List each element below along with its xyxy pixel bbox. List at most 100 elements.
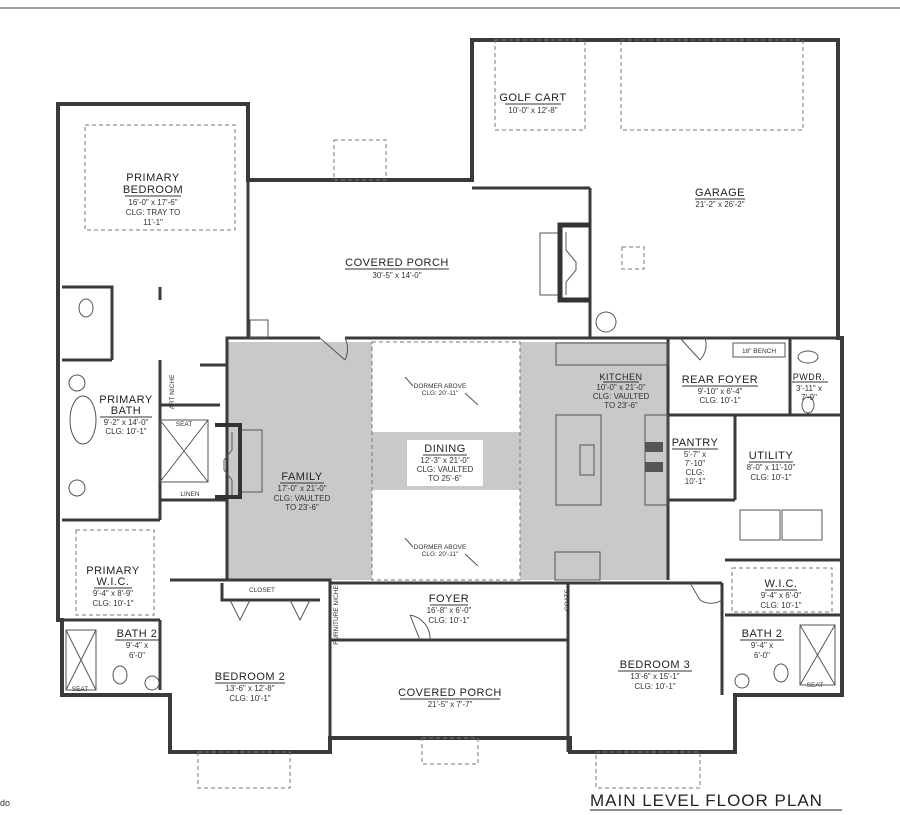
room-name: GOLF CART <box>499 92 566 104</box>
room-name: BEDROOM 3 <box>620 659 691 671</box>
sink-icon <box>144 675 160 691</box>
room-dims: 8'-0" x 11'-10" <box>747 463 796 472</box>
fireplace-family <box>215 423 263 499</box>
room-primary-bath: PRIMARY BATH 9'-2" x 14'-0" CLG: 10'-1" <box>99 394 153 436</box>
room-name: COVERED PORCH <box>345 257 449 269</box>
room-ceiling: TO 23'-6" <box>285 503 319 512</box>
room-primary-bedroom: PRIMARY BEDROOM 16'-0" x 17'-6" CLG: TRA… <box>123 172 183 227</box>
room-bath-2-right: BATH 2 9'-4" x 6'-0" <box>740 628 784 660</box>
seat-label: SEAT <box>176 421 193 428</box>
dormer-bottom-area <box>372 490 520 580</box>
room-primary-wic: PRIMARY W.I.C. 9'-4" x 8'-9" CLG: 10'-1" <box>86 565 139 608</box>
room-dims: 6'-0" <box>129 651 145 660</box>
room-name: GARAGE <box>695 187 745 199</box>
kitchen-cabinets <box>554 342 823 581</box>
room-ceiling: CLG: 10'-1" <box>634 682 675 691</box>
room-name: BEDROOM 2 <box>215 671 286 683</box>
room-name: FAMILY <box>281 471 322 483</box>
shower-icon <box>799 624 836 686</box>
sink-icon <box>68 374 86 392</box>
room-ceiling: CLG: <box>686 468 705 477</box>
cooktop-icon <box>645 442 663 452</box>
room-dims: 3'-11" x <box>796 384 822 393</box>
room-foyer: FOYER 16'-8" x 6'-0" CLG: 10'-1" <box>427 593 472 625</box>
room-name: PRIMARY <box>99 394 153 406</box>
room-dims: 9'-4" x <box>751 641 773 650</box>
dashed-features <box>75 39 833 789</box>
room-name: COVERED PORCH <box>398 687 502 699</box>
room-ceiling: CLG: VAULTED <box>274 494 331 503</box>
closet-marker <box>249 319 269 339</box>
room-pantry: PANTRY 5'-7" x 7'-10" CLG: 10'-1" <box>672 437 719 486</box>
room-rear-foyer: REAR FOYER 9'-10" x 6'-4" CLG: 10'-1" <box>682 374 759 405</box>
toilet-icon <box>112 665 128 685</box>
room-ceiling: CLG: 10'-1" <box>428 616 469 625</box>
room-name: BATH 2 <box>117 628 158 640</box>
room-utility: UTILITY 8'-0" x 11'-10" CLG: 10'-1" <box>747 450 796 482</box>
room-dims: 13'-6" x 12'-8" <box>225 684 274 693</box>
dormer-note: DORMER ABOVE <box>414 383 467 390</box>
room-covered-porch-front: COVERED PORCH 21'-5" x 7'-7" <box>398 687 502 709</box>
sink-icon <box>68 479 86 497</box>
room-dims: 30'-5" x 14'-0" <box>372 271 421 280</box>
room-dims: 9'-4" x <box>126 641 148 650</box>
room-bedroom-2: BEDROOM 2 13'-6" x 12'-8" CLG: 10'-1" <box>215 671 286 703</box>
room-ceiling: CLG: 10'-1" <box>105 427 146 436</box>
furniture-niche-label: FURNITURE NICHE <box>333 585 340 645</box>
room-ceiling: TO 25'-6" <box>428 474 462 483</box>
dormer-top-area <box>372 342 520 432</box>
room-dims: 17'-0" x 21'-0" <box>277 484 326 493</box>
room-dims: 12'-3" x 21'-0" <box>420 456 469 465</box>
room-bedroom-3: BEDROOM 3 13'-6" x 15'-1" CLG: 10'-1" <box>618 659 692 691</box>
room-ceiling: CLG: 10'-1" <box>229 694 270 703</box>
coats-label: COATS <box>564 588 571 611</box>
corner-text: do <box>0 798 10 808</box>
room-name: REAR FOYER <box>682 374 759 386</box>
room-name: BATH <box>111 405 142 417</box>
room-name: BEDROOM <box>123 184 183 196</box>
dryer-icon <box>781 509 823 541</box>
room-name: FOYER <box>429 593 469 605</box>
room-bath-2-left: BATH 2 9'-4" x 6'-0" <box>115 628 159 660</box>
room-name: PWDR. <box>793 372 826 382</box>
exterior-walls <box>56 38 844 754</box>
closet-label: CLOSET <box>249 587 275 594</box>
plan-title: MAIN LEVEL FLOOR PLAN <box>590 791 823 810</box>
toilet-icon <box>773 663 789 683</box>
room-name: BATH 2 <box>742 628 783 640</box>
room-dims: 7'-9" <box>801 393 817 402</box>
room-dims: 16'-0" x 17'-6" <box>128 198 177 207</box>
seat-label: SEAT <box>72 686 89 693</box>
toilet-icon <box>78 298 94 318</box>
room-dims: 21'-2" x 26'-2" <box>695 200 744 209</box>
room-name: KITCHEN <box>599 372 642 382</box>
room-garage: GARAGE 21'-2" x 26'-2" <box>695 187 745 209</box>
room-name: UTILITY <box>749 450 794 462</box>
room-ceiling: CLG: 10'-1" <box>760 601 801 610</box>
room-name: PANTRY <box>672 437 719 449</box>
room-dims: 9'-4" x 6'-0" <box>761 591 801 600</box>
room-name: DINING <box>424 443 466 455</box>
annotations: DORMER ABOVE CLG: 20'-11" DORMER ABOVE C… <box>72 342 823 693</box>
room-dims: 16'-8" x 6'-0" <box>427 606 472 615</box>
linen-label: LINEN <box>180 491 199 498</box>
room-wic-right: W.I.C. 9'-4" x 6'-0" CLG: 10'-1" <box>760 578 801 610</box>
room-ceiling: CLG: 10'-1" <box>92 599 133 608</box>
dormer-note: DORMER ABOVE <box>414 544 467 551</box>
room-dims: 10'-0" x 21'-0" <box>596 383 645 392</box>
sink-icon <box>579 444 595 476</box>
bathtub-icon <box>69 395 97 445</box>
room-dining: DINING 12'-3" x 21'-0" CLG: VAULTED TO 2… <box>417 443 474 483</box>
room-dims: 7'-10" <box>685 459 706 468</box>
room-ceiling: CLG: 10'-1" <box>699 396 740 405</box>
sink-icon <box>734 673 750 689</box>
room-ceiling: CLG: TRAY TO <box>126 208 180 217</box>
room-ceiling: CLG: VAULTED <box>593 392 650 401</box>
dormer-note: CLG: 20'-11" <box>422 551 459 558</box>
room-dims: 21'-5" x 7'-7" <box>428 700 473 709</box>
washer-icon <box>739 509 781 541</box>
room-name: PRIMARY <box>126 172 180 184</box>
dining-label-box <box>407 440 483 486</box>
toilet-icon <box>801 396 815 414</box>
